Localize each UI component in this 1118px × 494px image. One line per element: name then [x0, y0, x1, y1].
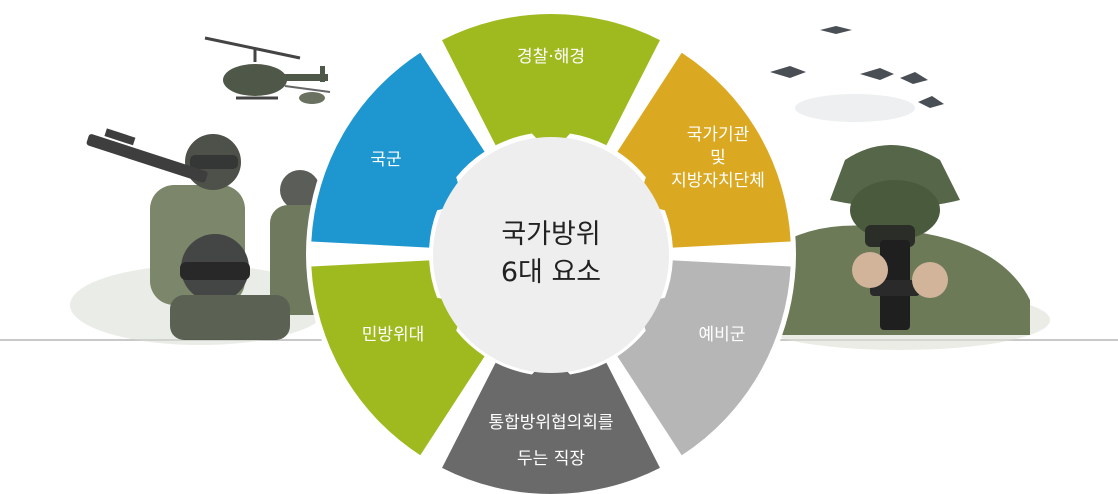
fighter-jet-icon: [770, 22, 944, 122]
segment-civil-defense: [311, 260, 485, 456]
center-circle: [433, 137, 669, 373]
segment-label-armed-forces: 국군: [370, 150, 401, 170]
helicopter-icon: [204, 36, 331, 104]
center-title-line-1: 국가방위: [501, 219, 600, 250]
segments-group: [311, 14, 791, 494]
segment-label-reserve-forces: 예비군: [699, 325, 746, 345]
segment-workplace-council: [442, 354, 660, 494]
segment-reserve-forces: [617, 260, 791, 456]
soldier-left-icon: [70, 128, 340, 345]
segment-label-govt-line-3: 지방자치단체: [671, 171, 765, 191]
segment-govt-local-gov: [617, 52, 791, 248]
soldier-right-icon: [750, 145, 1050, 350]
segment-label-govt-line-2: 및: [710, 148, 726, 168]
segment-armed-forces: [311, 52, 485, 248]
segment-label-workplace-line-1: 통합방위협의회를: [488, 413, 613, 433]
segment-label-civil-defense: 민방위대: [362, 325, 425, 345]
center-title-line-2: 6대 요소: [501, 257, 601, 288]
segment-police-coastguard: [442, 14, 660, 154]
segment-label-govt-line-1: 국가기관: [687, 125, 750, 145]
segment-label-police-coastguard: 경찰·해경: [517, 47, 585, 67]
segment-label-workplace-line-2: 두는 직장: [517, 449, 585, 469]
